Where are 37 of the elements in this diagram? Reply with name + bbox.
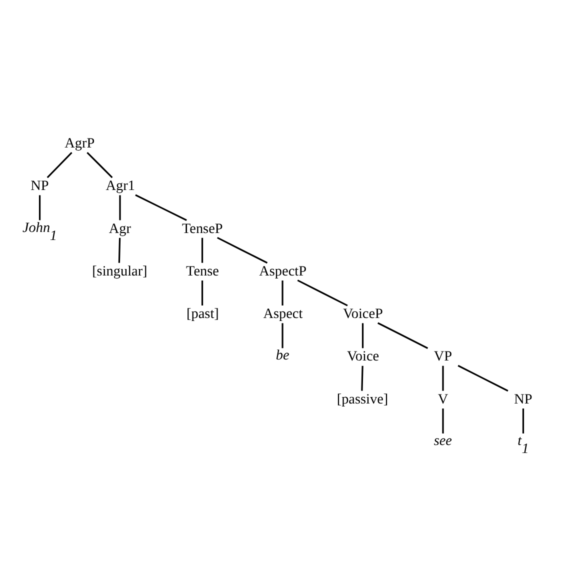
connector (297, 279, 348, 306)
node-text: Voice (347, 348, 380, 364)
node-text: V (438, 390, 448, 407)
node-text: be (276, 347, 290, 364)
connector (217, 236, 268, 264)
connector (377, 322, 428, 348)
node-text: [singular] (92, 262, 148, 279)
connector (458, 364, 508, 392)
node-text: TenseP (182, 220, 223, 236)
connector (361, 365, 364, 390)
connector (86, 151, 113, 178)
connector (362, 322, 364, 348)
connector (46, 151, 72, 178)
node-text: VoiceP (342, 306, 383, 322)
node-text: VP (434, 348, 452, 364)
connector (442, 365, 444, 390)
connector (135, 194, 187, 220)
connector (522, 408, 524, 433)
connector (282, 280, 284, 305)
node-text: see (434, 432, 452, 449)
connector (201, 280, 204, 305)
node-text: [passive] (336, 390, 388, 407)
node-text: Tense (186, 262, 219, 279)
node-text: Aspect (263, 306, 303, 322)
node-text: [past] (186, 306, 219, 322)
node-text: NP (514, 390, 532, 407)
node-text: Agr1 (106, 178, 135, 194)
connector (282, 322, 284, 348)
connector (119, 194, 121, 220)
connector (118, 237, 121, 262)
node-text: AspectP (259, 262, 306, 279)
node-text: Agr (108, 220, 131, 236)
node-text: NP (30, 178, 49, 194)
connector (201, 237, 204, 262)
connector (442, 408, 444, 433)
connector (38, 194, 41, 220)
node-text: AgrP (64, 134, 95, 151)
